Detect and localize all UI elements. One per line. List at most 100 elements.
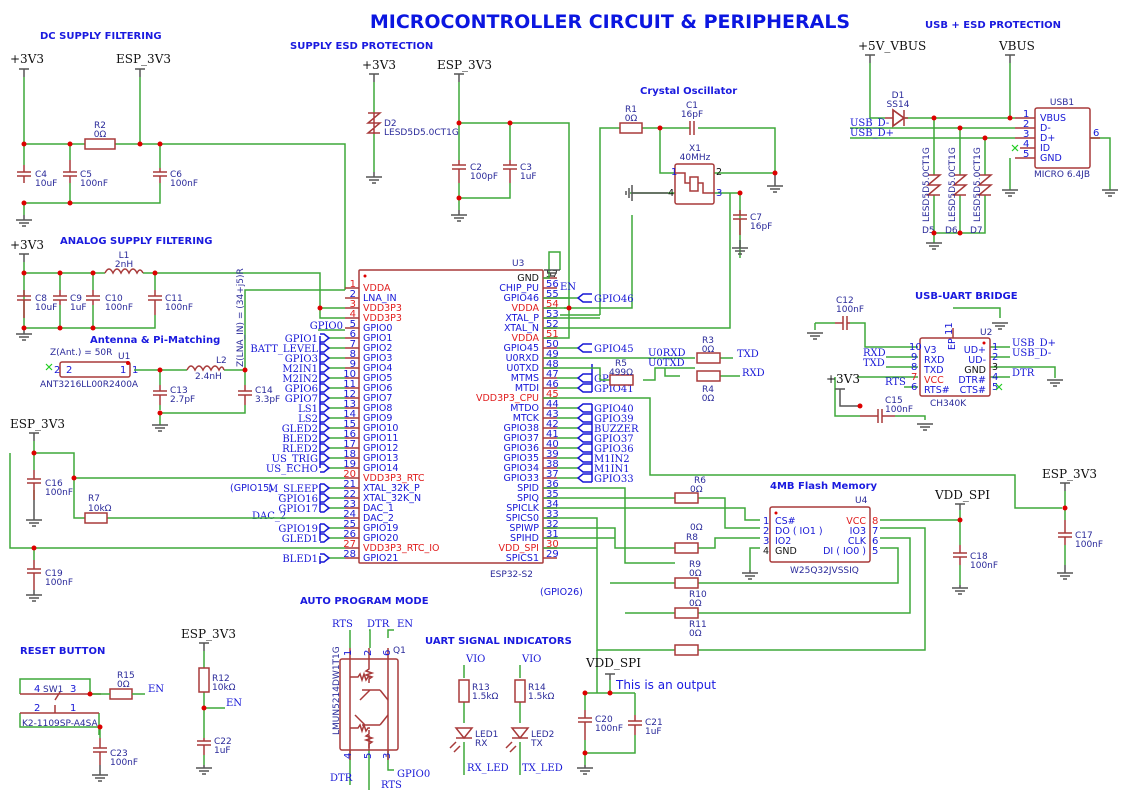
- svg-text:US_TRIG: US_TRIG: [272, 454, 318, 465]
- svg-text:16: 16: [343, 429, 356, 440]
- svg-text:1: 1: [671, 167, 677, 178]
- svg-text:C2: C2: [470, 163, 482, 173]
- svg-text:D2: D2: [384, 119, 397, 129]
- svg-text:RTS: RTS: [332, 619, 353, 630]
- svg-text:C5: C5: [80, 170, 92, 180]
- svg-text:5: 5: [1023, 149, 1029, 160]
- svg-text:5: 5: [363, 753, 374, 759]
- svg-text:VDD_SPI: VDD_SPI: [499, 543, 539, 554]
- svg-text:10kΩ: 10kΩ: [88, 504, 112, 514]
- svg-text:LS2: LS2: [298, 414, 318, 425]
- svg-text:3: 3: [763, 536, 769, 547]
- svg-text:SW1: SW1: [43, 685, 63, 695]
- svg-text:+3V3: +3V3: [362, 58, 396, 72]
- svg-text:0Ω: 0Ω: [689, 599, 702, 609]
- svg-text:54: 54: [546, 299, 559, 310]
- svg-text:K2-1109SP-A4SA: K2-1109SP-A4SA: [22, 719, 99, 729]
- section-usb-uart: USB-UART BRIDGE: [915, 291, 1018, 302]
- svg-text:EN: EN: [226, 698, 242, 709]
- svg-text:GPIO12: GPIO12: [363, 443, 398, 454]
- svg-text:C10: C10: [105, 294, 123, 304]
- svg-text:GPIO2: GPIO2: [363, 343, 392, 354]
- svg-text:100nF: 100nF: [595, 724, 623, 734]
- svg-text:R13: R13: [472, 683, 490, 693]
- svg-text:C1: C1: [686, 101, 698, 111]
- ch340k-u2: [919, 337, 991, 397]
- svg-text:GPIO4: GPIO4: [363, 363, 392, 374]
- svg-text:LED1: LED1: [475, 730, 498, 740]
- svg-text:MICRO 6.4JB: MICRO 6.4JB: [1034, 170, 1090, 180]
- svg-text:11: 11: [343, 379, 356, 390]
- svg-text:50: 50: [546, 339, 559, 350]
- svg-text:VBUS: VBUS: [998, 39, 1035, 53]
- svg-text:TX: TX: [530, 739, 543, 749]
- svg-text:GPIO6: GPIO6: [285, 384, 318, 395]
- svg-text:100nF: 100nF: [80, 179, 108, 189]
- svg-text:R1: R1: [625, 105, 637, 115]
- antenna-u1: [59, 361, 131, 378]
- svg-text:GPIO40: GPIO40: [594, 404, 634, 415]
- svg-text:SPID: SPID: [517, 483, 539, 494]
- svg-text:1uF: 1uF: [520, 172, 537, 182]
- svg-text:23: 23: [343, 499, 356, 510]
- svg-text:BLED2: BLED2: [282, 434, 318, 445]
- svg-text:IO3: IO3: [850, 526, 866, 537]
- svg-text:VDD3P3: VDD3P3: [363, 313, 402, 324]
- svg-text:GPIO3: GPIO3: [285, 354, 318, 365]
- svg-text:0Ω: 0Ω: [690, 523, 703, 533]
- svg-text:39: 39: [546, 449, 559, 460]
- svg-text:C18: C18: [970, 552, 988, 562]
- svg-text:TX_LED: TX_LED: [522, 763, 563, 774]
- svg-text:GND: GND: [964, 365, 986, 376]
- svg-text:100nF: 100nF: [970, 561, 998, 571]
- svg-text:CLK: CLK: [848, 536, 867, 547]
- u3-pin-44: 44 MTDO GPIO40: [510, 399, 633, 415]
- svg-text:1: 1: [120, 365, 126, 376]
- svg-text:ESP_3V3: ESP_3V3: [10, 417, 65, 431]
- svg-text:C9: C9: [70, 294, 82, 304]
- svg-text:44: 44: [546, 399, 559, 410]
- svg-text:3: 3: [716, 188, 722, 199]
- svg-text:ESP_3V3: ESP_3V3: [181, 627, 236, 641]
- svg-text:GPIO36: GPIO36: [594, 444, 634, 455]
- svg-text:BUZZER: BUZZER: [594, 424, 639, 435]
- svg-text:(GPIO15): (GPIO15): [230, 483, 273, 494]
- svg-text:4: 4: [992, 372, 998, 383]
- svg-text:XTAL_32K_P: XTAL_32K_P: [363, 483, 420, 494]
- svg-text:R10: R10: [689, 590, 707, 600]
- svg-text:CS#: CS#: [775, 516, 796, 527]
- svg-text:2: 2: [716, 167, 722, 178]
- svg-text:TXD: TXD: [737, 349, 759, 360]
- svg-text:GPIO36: GPIO36: [504, 443, 539, 454]
- svg-text:USB_D-: USB_D-: [1012, 348, 1051, 359]
- svg-text:(GPIO26): (GPIO26): [540, 587, 583, 598]
- resistor-r4: [696, 370, 721, 382]
- led-icons: [449, 727, 530, 753]
- svg-text:3: 3: [382, 753, 393, 759]
- svg-text:MTDO: MTDO: [510, 403, 539, 414]
- svg-text:EN: EN: [560, 282, 576, 293]
- svg-text:C6: C6: [170, 170, 182, 180]
- svg-text:U0RXD: U0RXD: [506, 353, 539, 364]
- svg-text:VCC: VCC: [924, 375, 944, 386]
- svg-text:C20: C20: [595, 715, 613, 725]
- svg-text:4: 4: [350, 309, 356, 320]
- svg-text:1uF: 1uF: [214, 746, 231, 756]
- resistor-r6: [674, 492, 699, 504]
- svg-text:11: 11: [944, 322, 955, 335]
- svg-text:55: 55: [546, 289, 559, 300]
- svg-text:6: 6: [872, 536, 878, 547]
- svg-text:15: 15: [343, 419, 356, 430]
- svg-text:SPIHD: SPIHD: [510, 533, 539, 544]
